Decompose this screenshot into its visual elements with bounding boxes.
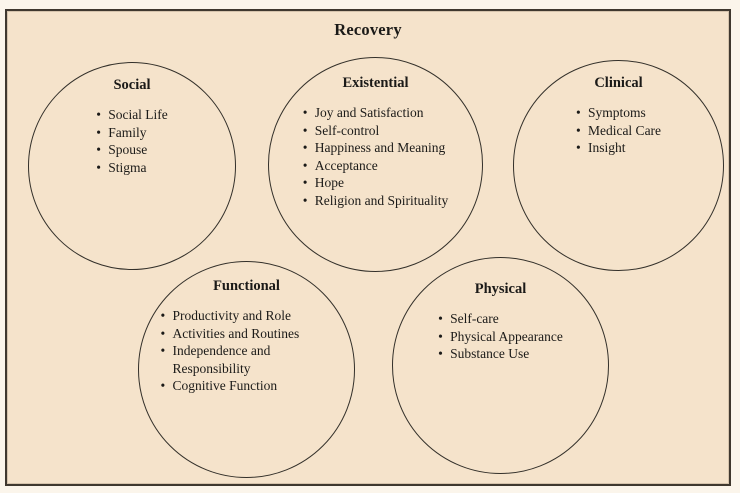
circle-social-list: Social LifeFamilySpouseStigma — [96, 106, 168, 176]
list-item: Stigma — [96, 159, 168, 177]
list-item: Insight — [576, 139, 661, 157]
circle-existential-list: Joy and SatisfactionSelf-controlHappines… — [303, 104, 449, 209]
diagram-title: Recovery — [334, 20, 402, 39]
circle-physical: Physical Self-carePhysical AppearanceSub… — [392, 257, 609, 474]
circle-clinical: Clinical SymptomsMedical CareInsight — [513, 60, 724, 271]
circle-clinical-title: Clinical — [594, 75, 643, 91]
circle-physical-list: Self-carePhysical AppearanceSubstance Us… — [438, 310, 563, 363]
list-item: Independence and Responsibility — [161, 342, 333, 377]
circle-clinical-list: SymptomsMedical CareInsight — [576, 104, 661, 157]
list-item: Medical Care — [576, 122, 661, 140]
list-item: Acceptance — [303, 157, 449, 175]
circle-existential: Existential Joy and SatisfactionSelf-con… — [268, 57, 483, 272]
list-item: Symptoms — [576, 104, 661, 122]
list-item: Cognitive Function — [161, 377, 333, 395]
list-item: Activities and Routines — [161, 325, 333, 343]
list-item: Joy and Satisfaction — [303, 104, 449, 122]
circle-functional-list: Productivity and RoleActivities and Rout… — [161, 307, 333, 395]
list-item: Hope — [303, 174, 449, 192]
circle-physical-title: Physical — [474, 281, 527, 297]
circle-functional: Functional Productivity and RoleActiviti… — [138, 261, 355, 478]
list-item: Productivity and Role — [161, 307, 333, 325]
list-item: Physical Appearance — [438, 328, 563, 346]
list-item: Self-control — [303, 122, 449, 140]
list-item: Religion and Spirituality — [303, 192, 449, 210]
circle-social: Social Social LifeFamilySpouseStigma — [28, 62, 236, 270]
list-item: Self-care — [438, 310, 563, 328]
list-item: Social Life — [96, 106, 168, 124]
circle-existential-title: Existential — [342, 75, 409, 91]
circle-functional-title: Functional — [213, 278, 280, 294]
list-item: Happiness and Meaning — [303, 139, 449, 157]
circle-social-title: Social — [113, 77, 151, 93]
list-item: Spouse — [96, 141, 168, 159]
list-item: Family — [96, 124, 168, 142]
list-item: Substance Use — [438, 345, 563, 363]
